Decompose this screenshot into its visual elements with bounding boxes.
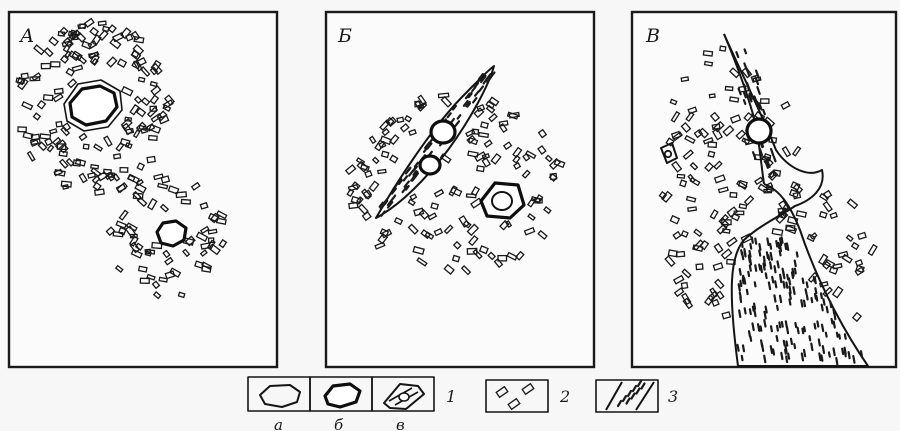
legend: 1 а б в 2 3 [248,377,678,431]
legend-symbol-v [384,384,424,409]
panel-a-small-crystal [157,221,186,246]
legend-symbol-a [260,385,300,407]
panel-a: А [9,12,277,367]
panel-v: В [632,12,896,367]
legend-sublabel-b: б [334,416,344,431]
legend-number-1: 1 [446,387,456,406]
legend-number-2: 2 [559,387,570,406]
panel-b-frame [326,12,594,367]
panel-v-label: В [645,25,660,47]
legend-sublabel-v: в [396,416,405,431]
legend-number-3: 3 [668,387,678,406]
panel-a-label: А [18,25,34,47]
panel-a-frame [9,12,277,367]
legend-sublabel-a: а [274,416,283,431]
legend-symbol-b [325,384,360,407]
legend-item-1: 1 а б в [248,377,456,431]
legend-item-3: 3 [596,380,678,412]
panel-b-label: Б [337,25,352,47]
panel-b: Б [326,12,594,367]
legend-item-2: 2 [486,380,570,412]
